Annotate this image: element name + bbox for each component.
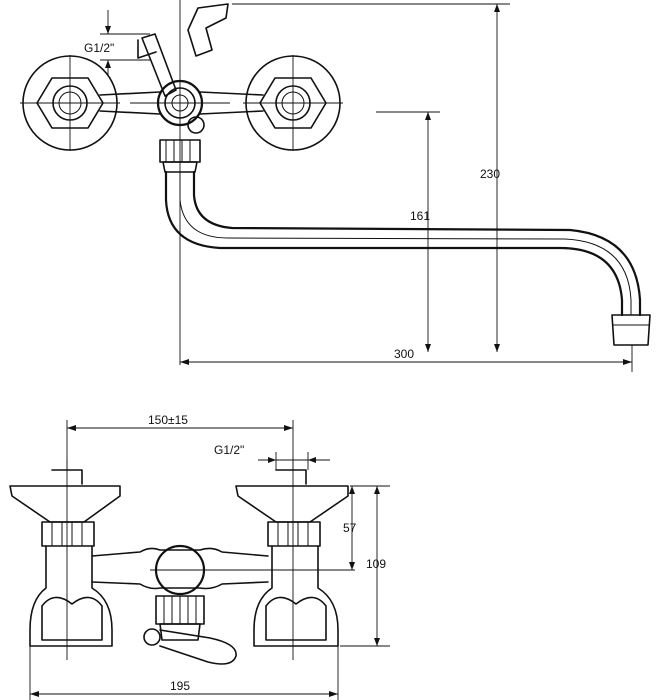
lever-front bbox=[143, 628, 237, 665]
left-valve-front bbox=[9, 460, 121, 660]
left-valve-top bbox=[20, 55, 120, 151]
top-thread-label: G1/2" bbox=[84, 41, 114, 55]
spout-top bbox=[164, 170, 651, 346]
mixer-body-top bbox=[99, 0, 264, 365]
front-dimensions bbox=[29, 420, 390, 700]
right-valve-top bbox=[243, 55, 343, 151]
diverter-lever-top bbox=[137, 3, 229, 134]
handle-height-label: 57 bbox=[343, 521, 357, 535]
overall-width-label: 195 bbox=[170, 679, 190, 693]
body-height-label: 109 bbox=[366, 557, 386, 571]
front-thread-label: G1/2" bbox=[214, 443, 244, 457]
top-view: G1/2" 161 230 300 bbox=[20, 0, 651, 372]
centers-label: 150±15 bbox=[148, 413, 188, 427]
mixer-body-front bbox=[91, 544, 355, 641]
top-dimensions bbox=[100, 3, 633, 372]
right-valve-front bbox=[235, 460, 349, 660]
total-height-label: 230 bbox=[480, 167, 500, 181]
spout-reach-label: 300 bbox=[394, 347, 414, 361]
front-view: 150±15 G1/2" 57 109 195 bbox=[9, 413, 390, 700]
spout-height-label: 161 bbox=[410, 209, 430, 223]
